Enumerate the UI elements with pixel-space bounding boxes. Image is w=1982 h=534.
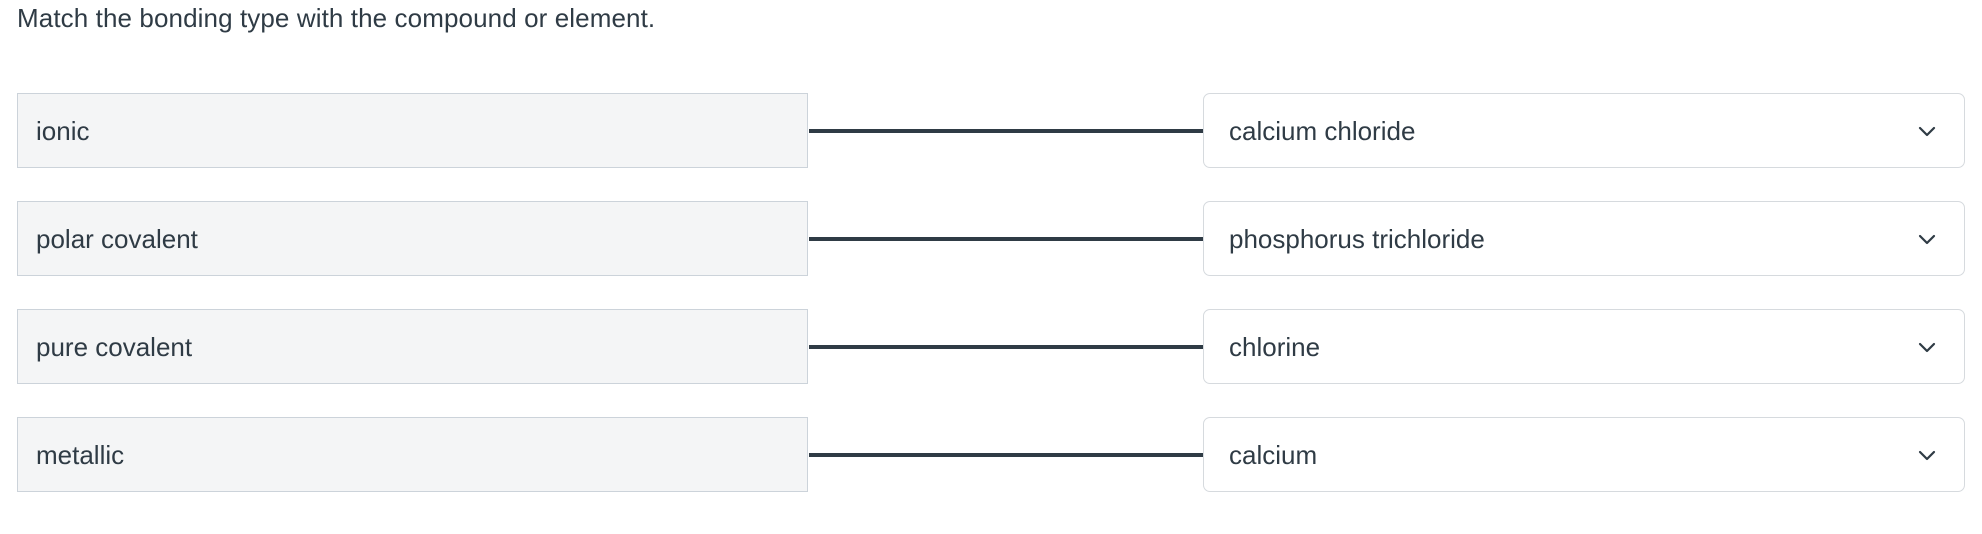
answer-label: calcium <box>1229 439 1318 470</box>
match-row: polar covalent phosphorus trichloride <box>0 201 1982 276</box>
answer-label: calcium chloride <box>1229 115 1416 146</box>
match-connector-line-0 <box>809 129 1204 133</box>
chevron-down-icon[interactable] <box>1912 440 1942 470</box>
match-row: ionic calcium chloride <box>0 93 1982 168</box>
match-row: metallic calcium <box>0 417 1982 492</box>
chevron-down-icon[interactable] <box>1912 116 1942 146</box>
question-prompt: Match the bonding type with the compound… <box>17 3 656 33</box>
match-row: pure covalent chlorine <box>0 309 1982 384</box>
term-label: polar covalent <box>36 223 198 254</box>
term-box-0[interactable]: ionic <box>17 93 808 168</box>
match-rows-container: ionic calcium chloride polar covalent ph… <box>0 93 1982 525</box>
term-label: metallic <box>36 439 125 470</box>
answer-dropdown-0[interactable]: calcium chloride <box>1203 93 1965 168</box>
chevron-down-icon[interactable] <box>1912 332 1942 362</box>
term-box-1[interactable]: polar covalent <box>17 201 808 276</box>
answer-dropdown-1[interactable]: phosphorus trichloride <box>1203 201 1965 276</box>
match-connector-line-1 <box>809 237 1204 241</box>
term-box-3[interactable]: metallic <box>17 417 808 492</box>
chevron-down-icon[interactable] <box>1912 224 1942 254</box>
match-connector-line-2 <box>809 345 1204 349</box>
term-label: pure covalent <box>36 331 193 362</box>
answer-label: chlorine <box>1229 331 1321 362</box>
term-box-2[interactable]: pure covalent <box>17 309 808 384</box>
answer-dropdown-2[interactable]: chlorine <box>1203 309 1965 384</box>
answer-label: phosphorus trichloride <box>1229 223 1485 254</box>
match-connector-line-3 <box>809 453 1204 457</box>
term-label: ionic <box>36 115 90 146</box>
answer-dropdown-3[interactable]: calcium <box>1203 417 1965 492</box>
